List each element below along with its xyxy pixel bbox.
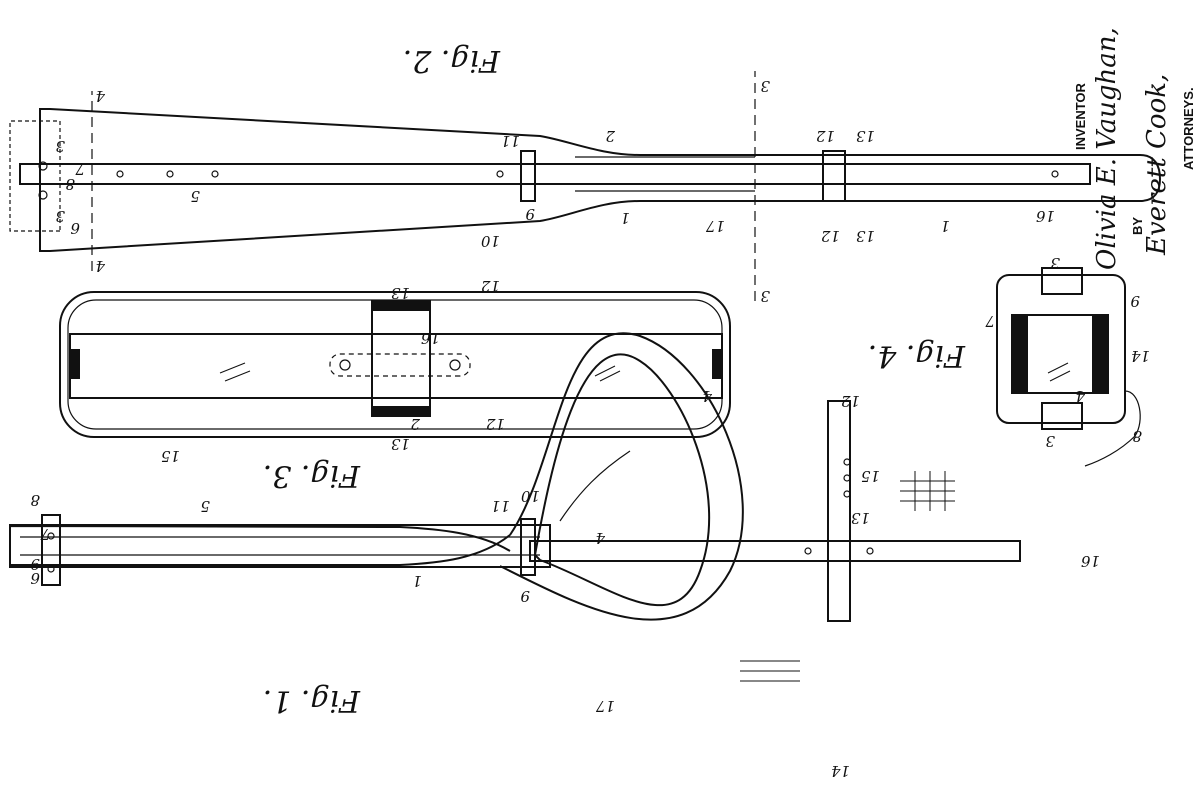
fig4-top-clamp <box>1041 267 1083 295</box>
figure-4: 3 3 7 14 9 4 8 Fig. 4. <box>868 254 1150 467</box>
fig1-end-clamp <box>41 514 61 586</box>
fig3-ref-13a: 13 <box>391 284 410 302</box>
fig1-racket-head-outline <box>533 353 711 607</box>
fig2-ref-6: 6 <box>70 219 80 237</box>
fig3-ref-12a: 12 <box>481 277 500 295</box>
fig1-ref-8: 8 <box>30 491 40 509</box>
fig2-long-strap <box>19 163 1091 185</box>
fig3-label: Fig. 3. <box>263 458 361 493</box>
fig2-ref-10: 10 <box>480 232 500 250</box>
attorneys-label: ATTORNEYS. <box>1181 87 1196 170</box>
fig2-ref-1: 1 <box>620 209 630 227</box>
figure-1: 1 4 6 9 7 8 5 9 10 11 13 15 12 14 16 17 … <box>9 332 1100 780</box>
fig1-center-clamp <box>520 518 536 576</box>
figure-3: 2 13 13 12 12 16 4 15 Fig. 3. <box>59 277 731 493</box>
fig4-bottom-clamp <box>1041 402 1083 430</box>
fig1-ref-1: 1 <box>412 572 422 590</box>
fig4-label: Fig. 4. <box>868 338 966 373</box>
fig3-ref-4: 4 <box>702 387 713 405</box>
fig2-ref-3b: 3 <box>760 77 770 95</box>
fig2-ref-8: 8 <box>65 175 75 193</box>
fig1-ref-14: 14 <box>831 762 850 780</box>
fig3-frame <box>69 333 723 399</box>
fig1-frame-outline <box>499 332 744 621</box>
fig2-ref-13b: 13 <box>856 227 875 245</box>
fig2-center-clamp <box>520 150 536 202</box>
fig1-ref-6: 6 <box>30 569 40 587</box>
fig1-ref-11: 11 <box>491 497 510 515</box>
fig4-cord <box>1084 390 1141 467</box>
fig1-ref-15: 15 <box>861 467 880 485</box>
fig3-ref-13b: 13 <box>391 435 410 453</box>
fig4-right-block <box>1012 315 1028 393</box>
fig2-ref-7: 7 <box>75 160 85 178</box>
fig3-ref-16: 16 <box>420 329 440 347</box>
fig1-ref-4: 4 <box>595 529 606 547</box>
fig4-ref-7: 7 <box>985 312 995 330</box>
fig1-ref-9: 9 <box>30 555 40 573</box>
fig1-ref-10: 10 <box>520 487 540 505</box>
fig2-ref-12b: 12 <box>821 227 840 245</box>
fig2-ref-3: 3 <box>55 137 65 155</box>
fig3-dashed-plate <box>329 353 471 377</box>
fig4-ref-4: 4 <box>1075 387 1086 405</box>
fig2-ref-17: 17 <box>705 217 725 235</box>
fig4-ref-3b: 3 <box>1045 432 1055 450</box>
inventor-label: INVENTOR <box>1073 82 1088 150</box>
by-label: BY <box>1130 217 1145 235</box>
fig4-outer <box>996 274 1126 424</box>
fig1-throat <box>9 524 511 566</box>
fig3-ref-2: 2 <box>410 415 421 433</box>
fig1-cord <box>559 450 631 522</box>
fig3-shading <box>219 362 621 382</box>
fig2-ref-11: 11 <box>501 132 520 150</box>
inventor-name: Olivia E. Vaughan, <box>1092 27 1122 270</box>
fig4-left-block <box>1092 315 1108 393</box>
fig2-ref-13a: 13 <box>856 127 875 145</box>
fig1-head-long-strap <box>529 540 1021 562</box>
sidebar-caption: INVENTOR Olivia E. Vaughan, BY Everett C… <box>1073 27 1196 270</box>
fig2-outline <box>39 108 1162 252</box>
fig4-ref-3a: 3 <box>1050 254 1060 272</box>
fig1-handle-body <box>9 524 551 568</box>
fig2-ref-1b: 1 <box>940 217 950 235</box>
rotated-drawing-group: 1 4 6 9 7 8 5 9 10 11 13 15 12 14 16 17 … <box>9 43 1162 780</box>
fig2-ref-4b: 4 <box>95 87 106 105</box>
fig2-label: Fig. 2. <box>403 43 501 78</box>
fig1-label: Fig. 1. <box>263 683 361 718</box>
fig3-ref-15: 15 <box>161 447 180 465</box>
fig4-ref-9: 9 <box>1130 292 1140 310</box>
fig1-ref-9b: 9 <box>520 587 530 605</box>
fig1-ref-16: 16 <box>1080 552 1100 570</box>
fig3-clamp-bottom-shade <box>372 301 430 311</box>
fig2-ref-12a: 12 <box>816 127 835 145</box>
fig1-ref-12: 12 <box>841 392 860 410</box>
fig2-ref-16: 16 <box>1035 207 1055 225</box>
fig2-ref-5: 5 <box>190 187 200 205</box>
fig1-ref-5: 5 <box>200 497 210 515</box>
fig2-ref-4a: 4 <box>95 257 106 275</box>
fig1-ref-17: 17 <box>595 697 615 715</box>
attorneys-signature: Everett Cook, <box>1142 74 1172 256</box>
fig1-head-cross-strap <box>827 400 851 622</box>
fig2-ref-9: 9 <box>525 205 535 223</box>
fig2-ref-3a: 3 <box>760 287 770 305</box>
fig2-ref-3c: 3 <box>55 207 65 225</box>
fig4-ref-8: 8 <box>1132 427 1142 445</box>
fig2-right-clamp <box>822 150 846 202</box>
fig2-end-detail <box>9 120 61 232</box>
fig3-clamp-top-shade <box>372 406 430 416</box>
fig1-string-mesh <box>740 471 955 682</box>
fig2-ref-2: 2 <box>605 127 616 145</box>
fig1-ref-7: 7 <box>40 525 50 543</box>
fig1-ref-13: 13 <box>851 509 870 527</box>
fig4-ref-14: 14 <box>1131 347 1150 365</box>
fig3-ref-12b: 12 <box>486 415 505 433</box>
fig3-outer-case <box>59 291 731 438</box>
fig3-right-block <box>70 349 80 379</box>
fig3-left-block <box>712 349 722 379</box>
figure-2: 3 3 4 4 1 2 9 11 10 17 12 13 12 13 5 3 3… <box>9 43 1162 305</box>
